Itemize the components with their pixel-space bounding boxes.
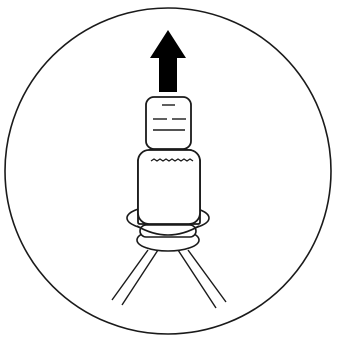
circle-frame [4,7,332,335]
tripod-legs-icon [111,249,227,309]
up-arrow-icon [150,30,186,92]
microphone-head-icon [145,96,192,150]
microphone-body-icon [137,149,201,225]
